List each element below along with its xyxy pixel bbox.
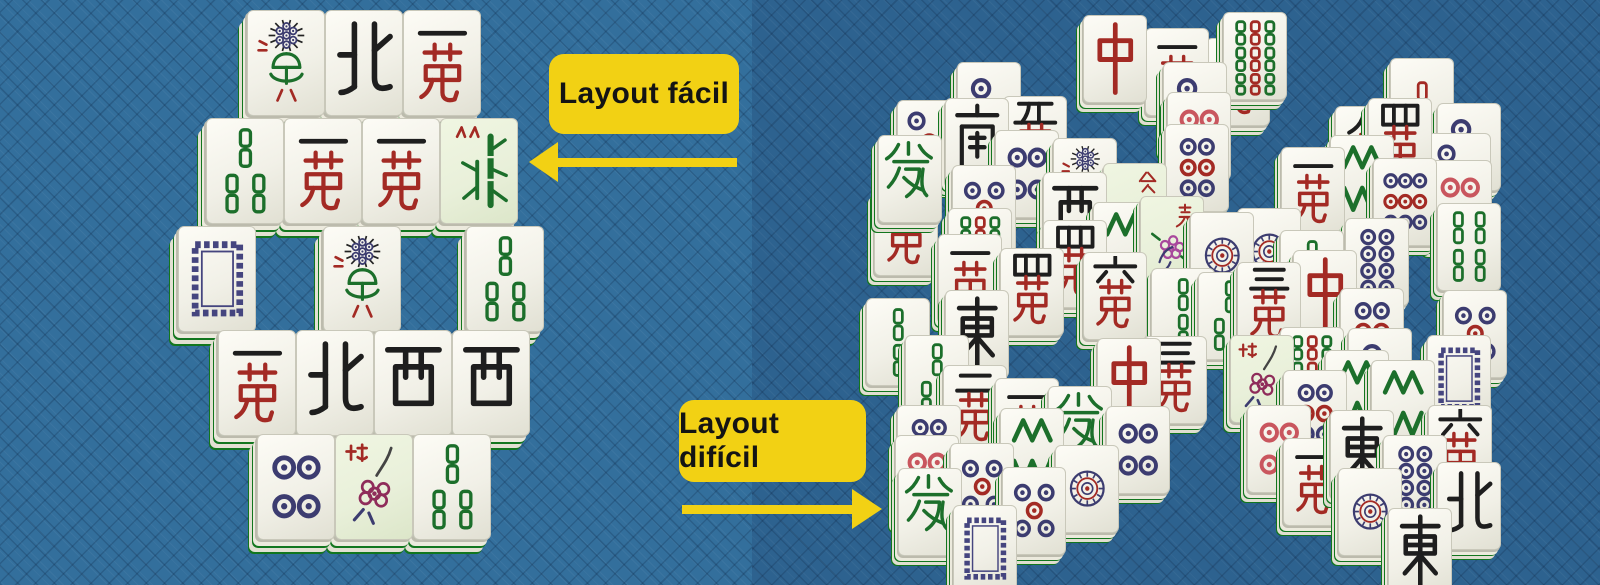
easy-arrow-bar xyxy=(556,158,737,167)
tile-west-wind[interactable] xyxy=(374,330,452,436)
tile-bamboo-flower[interactable] xyxy=(440,118,518,224)
hard-arrow-right-icon xyxy=(852,489,882,529)
tile-bamboo-9[interactable] xyxy=(1223,12,1287,100)
tile-bamboo-3[interactable] xyxy=(206,118,284,224)
tile-red-dragon[interactable] xyxy=(1083,15,1147,103)
tile-character-4[interactable] xyxy=(1000,248,1064,336)
tile-green-dragon[interactable] xyxy=(878,135,942,223)
hard-layout-label-text: Layout difícil xyxy=(679,407,780,474)
tile-circle-4[interactable] xyxy=(257,434,335,540)
tile-character-1[interactable] xyxy=(1281,147,1345,235)
tile-bamboo-1-bird[interactable] xyxy=(247,10,325,116)
easy-layout-label: Layout fácil xyxy=(549,54,739,134)
hard-arrow-bar xyxy=(682,505,854,514)
tile-north-wind[interactable] xyxy=(296,330,374,436)
tile-white-dragon[interactable] xyxy=(178,226,256,332)
tile-character-6[interactable] xyxy=(1083,252,1147,340)
hard-layout-label: Layout difícil xyxy=(679,400,866,482)
tile-character-1[interactable] xyxy=(284,118,362,224)
tile-green-dragon[interactable] xyxy=(898,468,962,556)
tile-north-wind[interactable] xyxy=(325,10,403,116)
easy-arrow-left-icon xyxy=(529,142,558,182)
tile-plum-flower[interactable] xyxy=(335,434,413,540)
tile-bamboo-3[interactable] xyxy=(466,226,544,332)
tile-character-1[interactable] xyxy=(218,330,296,436)
tile-bamboo-4[interactable] xyxy=(1437,203,1501,291)
tile-character-1[interactable] xyxy=(403,10,481,116)
tile-west-wind[interactable] xyxy=(452,330,530,436)
tile-white-dragon[interactable] xyxy=(953,505,1017,585)
easy-layout-label-text: Layout fácil xyxy=(558,77,730,110)
tile-bamboo-3[interactable] xyxy=(413,434,491,540)
tile-character-1[interactable] xyxy=(362,118,440,224)
tile-east-wind[interactable] xyxy=(1388,508,1452,585)
